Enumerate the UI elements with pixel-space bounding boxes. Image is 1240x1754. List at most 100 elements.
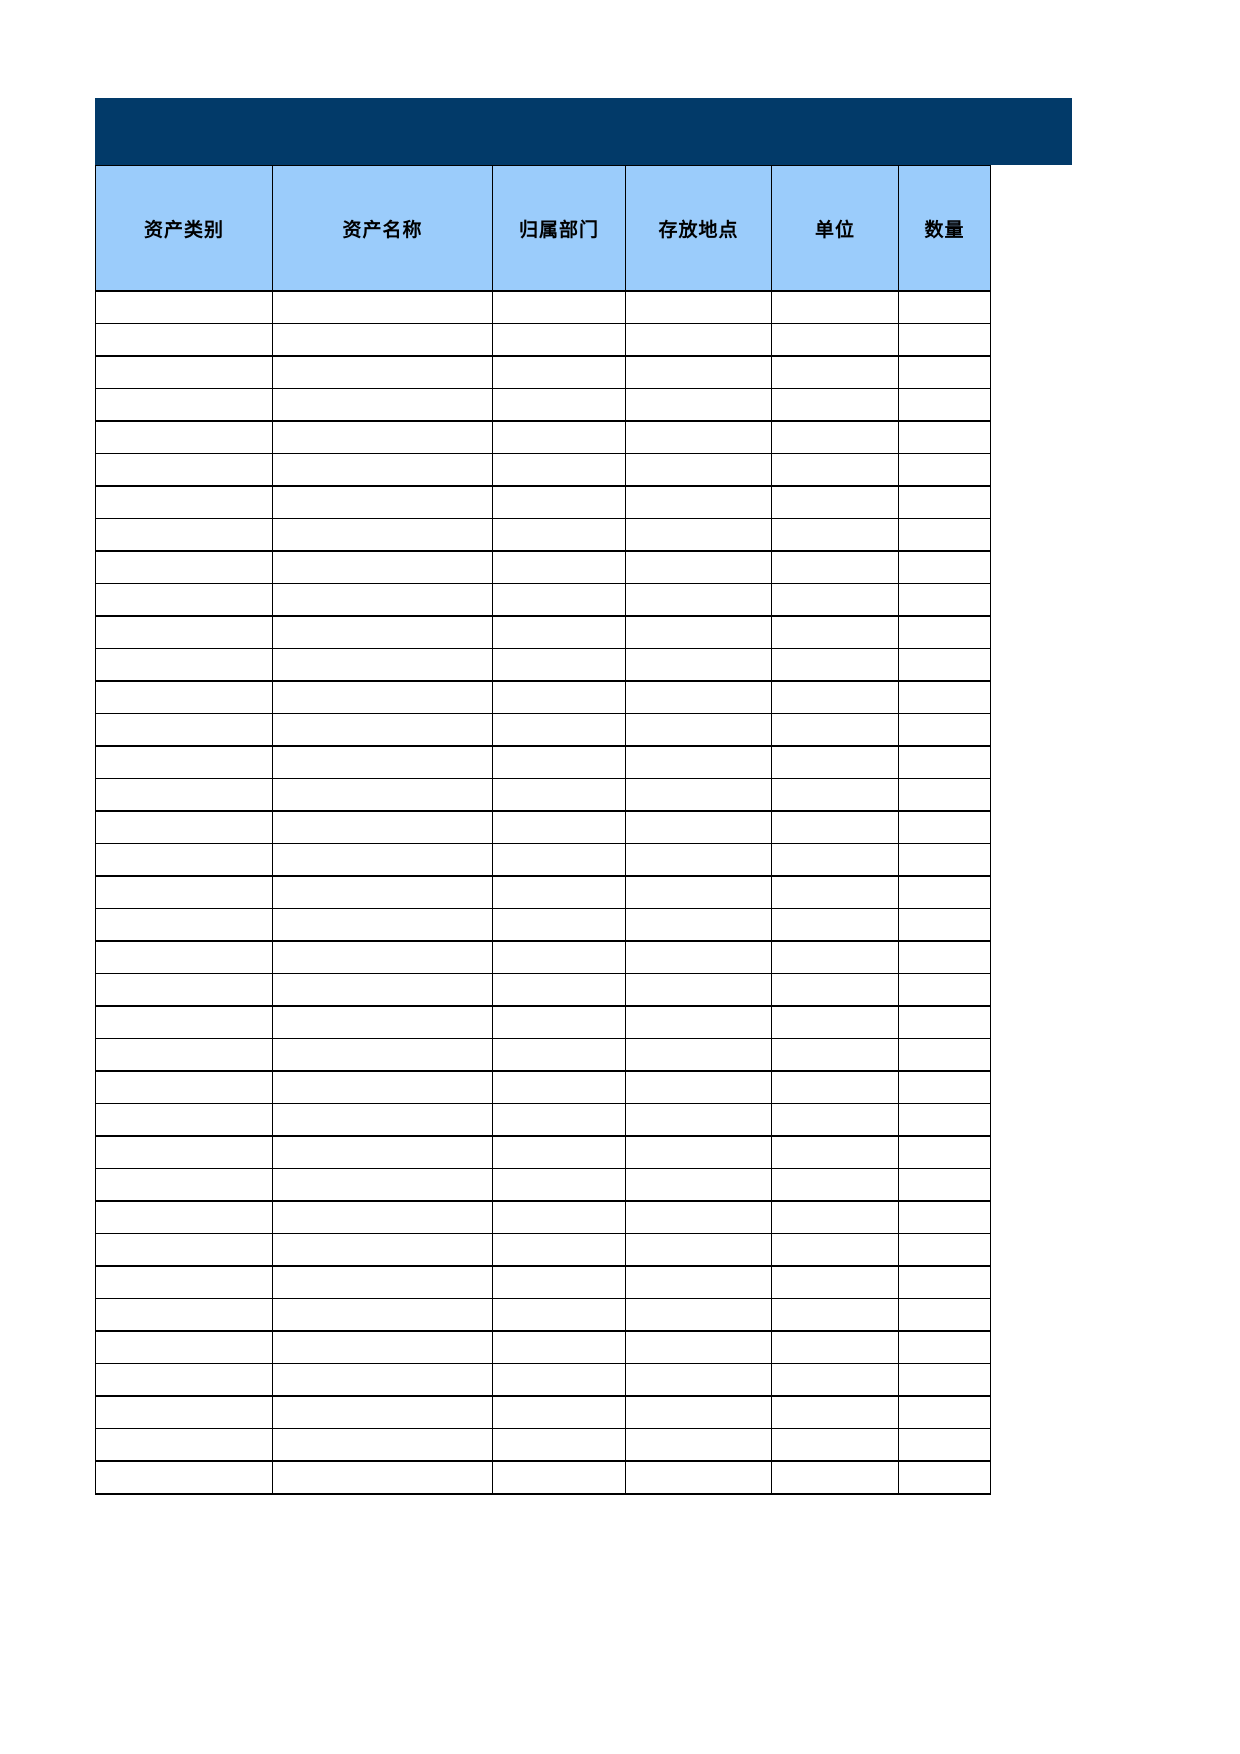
cell-location[interactable] <box>625 973 772 1007</box>
cell-unit[interactable] <box>771 1038 899 1072</box>
table-row[interactable] <box>95 1298 991 1332</box>
cell-category[interactable] <box>95 1103 273 1137</box>
cell-category[interactable] <box>95 745 273 779</box>
cell-dept[interactable] <box>492 1363 626 1397</box>
table-row[interactable] <box>95 1103 991 1137</box>
cell-location[interactable] <box>625 843 772 877</box>
cell-unit[interactable] <box>771 1135 899 1169</box>
table-row[interactable] <box>95 810 991 844</box>
cell-name[interactable] <box>272 583 493 617</box>
cell-dept[interactable] <box>492 1200 626 1234</box>
cell-dept[interactable] <box>492 290 626 324</box>
table-row[interactable] <box>95 550 991 584</box>
cell-location[interactable] <box>625 745 772 779</box>
cell-name[interactable] <box>272 388 493 422</box>
cell-location[interactable] <box>625 453 772 487</box>
cell-unit[interactable] <box>771 550 899 584</box>
cell-quantity[interactable] <box>898 1168 991 1202</box>
cell-name[interactable] <box>272 1038 493 1072</box>
cell-category[interactable] <box>95 615 273 649</box>
cell-dept[interactable] <box>492 745 626 779</box>
cell-category[interactable] <box>95 778 273 812</box>
cell-name[interactable] <box>272 1298 493 1332</box>
cell-category[interactable] <box>95 1298 273 1332</box>
cell-dept[interactable] <box>492 1428 626 1462</box>
cell-unit[interactable] <box>771 453 899 487</box>
cell-dept[interactable] <box>492 1038 626 1072</box>
cell-category[interactable] <box>95 583 273 617</box>
cell-quantity[interactable] <box>898 745 991 779</box>
cell-quantity[interactable] <box>898 1330 991 1364</box>
cell-quantity[interactable] <box>898 973 991 1007</box>
column-header-location[interactable]: 存放地点 <box>625 165 772 292</box>
cell-category[interactable] <box>95 420 273 454</box>
cell-category[interactable] <box>95 290 273 324</box>
cell-unit[interactable] <box>771 615 899 649</box>
cell-category[interactable] <box>95 843 273 877</box>
cell-unit[interactable] <box>771 420 899 454</box>
cell-quantity[interactable] <box>898 1363 991 1397</box>
cell-quantity[interactable] <box>898 1428 991 1462</box>
cell-location[interactable] <box>625 1233 772 1267</box>
table-row[interactable] <box>95 1168 991 1202</box>
cell-quantity[interactable] <box>898 518 991 552</box>
table-row[interactable] <box>95 648 991 682</box>
cell-unit[interactable] <box>771 583 899 617</box>
cell-dept[interactable] <box>492 810 626 844</box>
cell-category[interactable] <box>95 1070 273 1104</box>
cell-location[interactable] <box>625 1298 772 1332</box>
cell-location[interactable] <box>625 1038 772 1072</box>
cell-location[interactable] <box>625 810 772 844</box>
cell-name[interactable] <box>272 875 493 909</box>
cell-location[interactable] <box>625 420 772 454</box>
cell-dept[interactable] <box>492 583 626 617</box>
table-row[interactable] <box>95 875 991 909</box>
table-row[interactable] <box>95 843 991 877</box>
cell-category[interactable] <box>95 1135 273 1169</box>
cell-location[interactable] <box>625 908 772 942</box>
cell-name[interactable] <box>272 1070 493 1104</box>
cell-quantity[interactable] <box>898 940 991 974</box>
cell-location[interactable] <box>625 940 772 974</box>
cell-unit[interactable] <box>771 843 899 877</box>
cell-name[interactable] <box>272 290 493 324</box>
table-row[interactable] <box>95 778 991 812</box>
cell-unit[interactable] <box>771 1460 899 1495</box>
cell-unit[interactable] <box>771 1168 899 1202</box>
cell-dept[interactable] <box>492 1330 626 1364</box>
cell-name[interactable] <box>272 1460 493 1495</box>
cell-location[interactable] <box>625 323 772 357</box>
cell-unit[interactable] <box>771 1103 899 1137</box>
cell-category[interactable] <box>95 388 273 422</box>
cell-name[interactable] <box>272 810 493 844</box>
cell-quantity[interactable] <box>898 550 991 584</box>
cell-name[interactable] <box>272 908 493 942</box>
cell-quantity[interactable] <box>898 908 991 942</box>
cell-unit[interactable] <box>771 1005 899 1039</box>
cell-name[interactable] <box>272 1200 493 1234</box>
table-row[interactable] <box>95 1200 991 1234</box>
cell-unit[interactable] <box>771 745 899 779</box>
table-row[interactable] <box>95 1005 991 1039</box>
cell-category[interactable] <box>95 810 273 844</box>
cell-dept[interactable] <box>492 420 626 454</box>
cell-quantity[interactable] <box>898 875 991 909</box>
cell-category[interactable] <box>95 1233 273 1267</box>
cell-unit[interactable] <box>771 1233 899 1267</box>
cell-quantity[interactable] <box>898 680 991 714</box>
cell-unit[interactable] <box>771 323 899 357</box>
cell-category[interactable] <box>95 1265 273 1299</box>
cell-category[interactable] <box>95 1460 273 1495</box>
cell-name[interactable] <box>272 940 493 974</box>
cell-category[interactable] <box>95 648 273 682</box>
cell-name[interactable] <box>272 420 493 454</box>
cell-location[interactable] <box>625 1103 772 1137</box>
cell-category[interactable] <box>95 1005 273 1039</box>
cell-quantity[interactable] <box>898 713 991 747</box>
cell-dept[interactable] <box>492 1168 626 1202</box>
cell-location[interactable] <box>625 1005 772 1039</box>
cell-location[interactable] <box>625 680 772 714</box>
table-row[interactable] <box>95 420 991 454</box>
cell-dept[interactable] <box>492 973 626 1007</box>
cell-unit[interactable] <box>771 485 899 519</box>
